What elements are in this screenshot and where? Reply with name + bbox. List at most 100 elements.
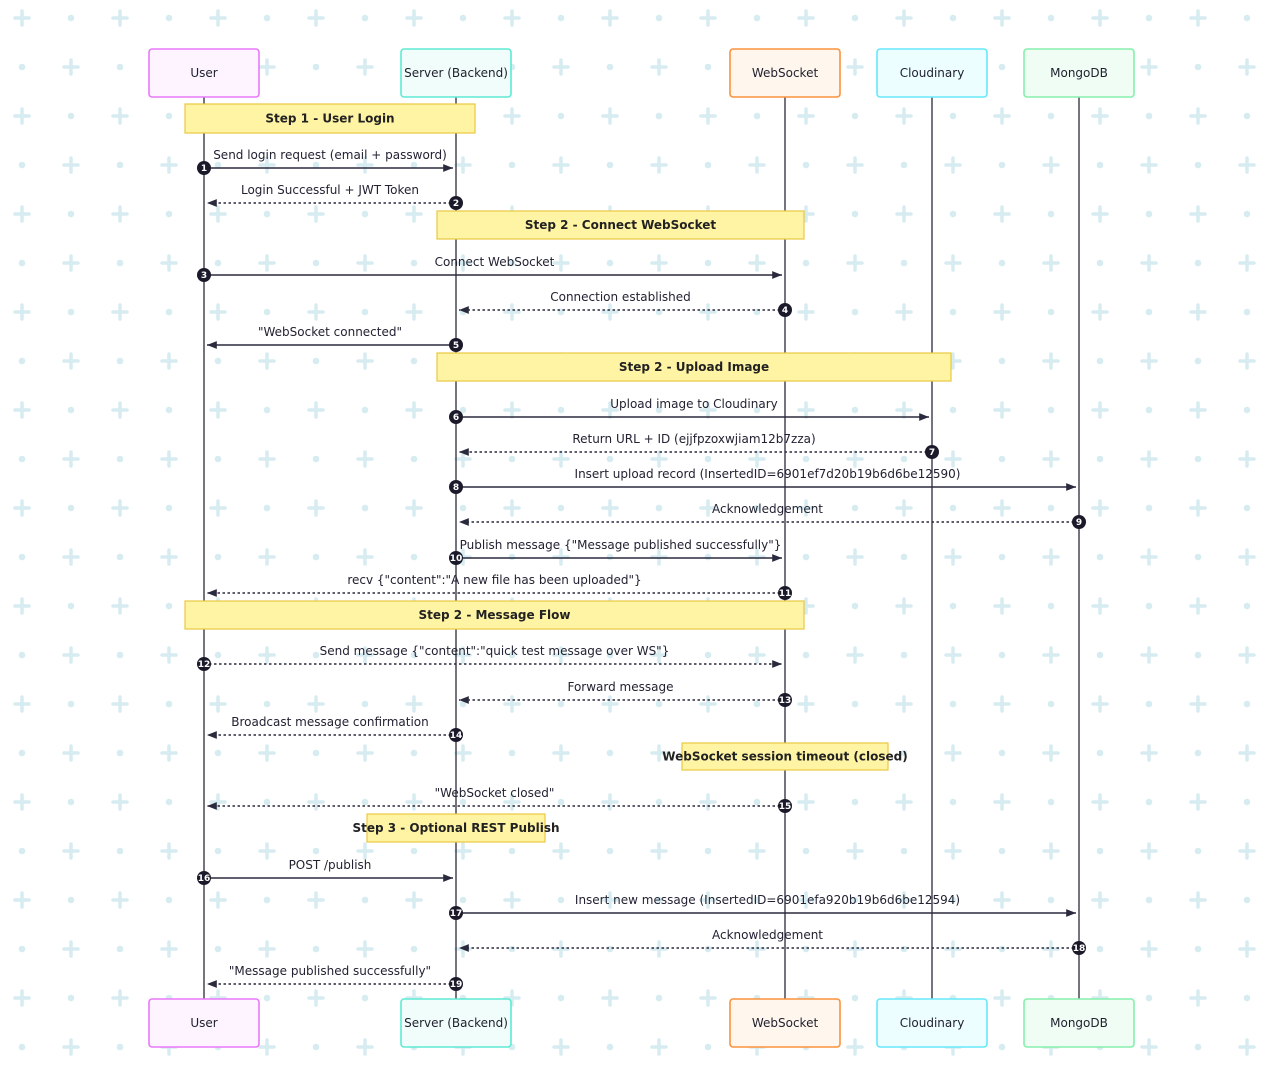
sequence-number-badge [1072,941,1086,955]
actor-cloud-top: Cloudinary [876,48,988,98]
sequence-number-badge [197,871,211,885]
actor-label: Server (Backend) [404,66,508,80]
message-label: Insert new message (InsertedID=6901efa92… [575,893,960,907]
note-step-2-upload-image: Step 2 - Upload Image [436,352,952,382]
sequence-number: 11 [779,589,792,599]
sequence-number-badge [778,303,792,317]
message-label: Return URL + ID (ejjfpzoxwjiam12b7zza) [572,432,815,446]
actor-box [148,48,260,98]
actor-label: Cloudinary [900,1016,965,1030]
actor-label: WebSocket [752,66,819,80]
sequence-number: 18 [1073,944,1086,954]
actor-server-bottom: Server (Backend) [400,998,512,1048]
message-label: "WebSocket closed" [435,786,555,800]
sequence-number: 4 [782,306,788,316]
note-label: WebSocket session timeout (closed) [662,750,907,764]
message-1: Send login request (email + password) 1 [197,148,453,175]
message-label: Send message {"content":"quick test mess… [320,644,670,658]
note-websocket-session-timeout: WebSocket session timeout (closed) [662,742,908,771]
note-box [366,813,546,843]
sequence-number-badge [449,480,463,494]
sequence-number-badge [197,268,211,282]
sequence-number-badge [449,906,463,920]
message-label: Send login request (email + password) [213,148,447,162]
message-15: "WebSocket closed"15 [207,786,792,813]
actor-label: MongoDB [1050,1016,1108,1030]
sequence-number-badge [778,799,792,813]
actor-label: Server (Backend) [404,1016,508,1030]
message-14: Broadcast message confirmation 14 [207,715,463,742]
sequence-number: 14 [450,731,463,741]
sequence-number: 10 [450,554,463,564]
sequence-number-badge [449,551,463,565]
sequence-number-badge [449,338,463,352]
note-step-1-user-login: Step 1 - User Login [184,103,476,134]
message-19: "Message published successfully"19 [207,964,463,991]
message-10: Publish message {"Message published succ… [449,538,782,565]
note-box [184,103,476,134]
message-label: Broadcast message confirmation [231,715,429,729]
actor-box [400,48,512,98]
note-box [184,600,805,630]
lifelines [203,97,1080,999]
actor-mongo-bottom: MongoDB [1023,998,1135,1048]
actor-label: User [190,66,217,80]
sequence-number: 12 [198,660,211,670]
sequence-number: 9 [1076,518,1082,528]
note-step-3-optional-rest-publish: Step 3 - Optional REST Publish [352,813,560,843]
actor-user-bottom: User [148,998,260,1048]
actor-label: MongoDB [1050,66,1108,80]
actor-box [1023,48,1135,98]
message-8: Insert upload record (InsertedID=6901ef7… [449,467,1076,494]
message-label: Acknowledgement [712,928,823,942]
actor-ws-bottom: WebSocket [729,998,841,1048]
sequence-number-badge [449,728,463,742]
message-17: Insert new message (InsertedID=6901efa92… [449,893,1076,920]
sequence-number-badge [449,196,463,210]
message-label: Forward message [567,680,673,694]
note-label: Step 3 - Optional REST Publish [352,821,559,835]
message-12: Send message {"content":"quick test mess… [197,644,782,671]
actor-cloud-bottom: Cloudinary [876,998,988,1048]
sequence-number: 6 [453,413,459,423]
message-label: Insert upload record (InsertedID=6901ef7… [575,467,961,481]
actor-label: User [190,1016,217,1030]
message-label: "Message published successfully" [229,964,431,978]
note-box [436,352,952,382]
actor-user-top: User [148,48,260,98]
message-3: Connect WebSocket 3 [197,255,782,282]
actor-box [1023,998,1135,1048]
messages: Send login request (email + password) 1Lo… [197,148,1086,991]
sequence-number: 1 [201,164,207,174]
sequence-number: 3 [201,271,207,281]
sequence-number: 17 [450,909,463,919]
message-label: POST /publish [289,858,372,872]
sequence-number-badge [449,410,463,424]
actor-server-top: Server (Backend) [400,48,512,98]
message-label: Connect WebSocket [435,255,555,269]
sequence-number: 7 [929,448,935,458]
sequence-number-badge [197,657,211,671]
note-label: Step 2 - Upload Image [619,360,769,374]
sequence-number: 16 [198,874,211,884]
sequence-number: 8 [453,483,459,493]
sequence-number-badge [1072,515,1086,529]
message-label: "WebSocket connected" [258,325,402,339]
message-11: recv {"content":"A new file has been upl… [207,573,792,600]
actor-ws-top: WebSocket [729,48,841,98]
note-label: Step 2 - Connect WebSocket [525,218,717,232]
actor-box [876,998,988,1048]
sequence-number-badge [778,693,792,707]
actor-box [148,998,260,1048]
actor-box [729,998,841,1048]
actor-mongo-top: MongoDB [1023,48,1135,98]
message-16: POST /publish 16 [197,858,453,885]
